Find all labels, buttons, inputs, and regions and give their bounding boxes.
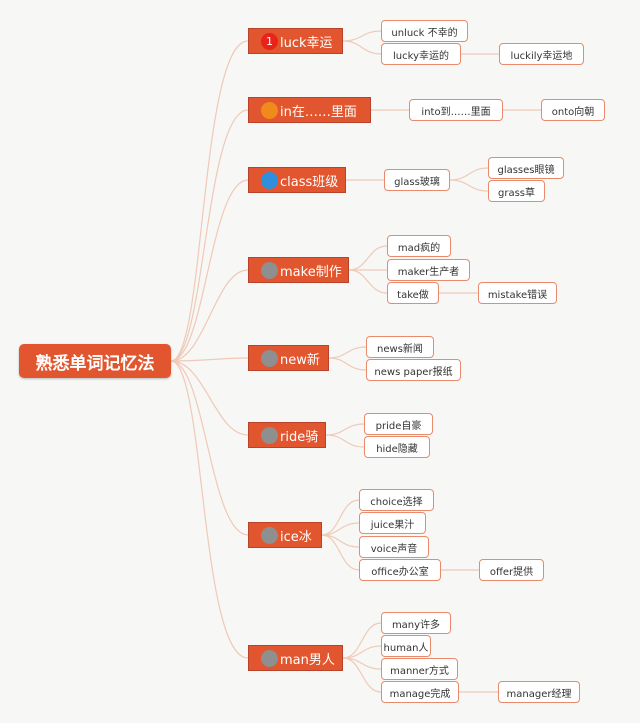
leaf-glasses[interactable]: glasses眼镜 bbox=[488, 157, 564, 179]
leaf-glass[interactable]: glass玻璃 bbox=[384, 169, 450, 191]
leaf-manager[interactable]: manager经理 bbox=[498, 681, 580, 703]
branch-label: ride骑 bbox=[280, 429, 319, 445]
leaf-take[interactable]: take做 bbox=[387, 282, 439, 304]
branch-ice[interactable]: ice冰 bbox=[248, 522, 322, 548]
leaf-news[interactable]: news新闻 bbox=[366, 336, 434, 358]
link-make-mad bbox=[348, 245, 388, 271]
branch-label: in在……里面 bbox=[280, 104, 357, 120]
link-root-man bbox=[170, 360, 249, 659]
link-root-class bbox=[170, 179, 249, 362]
leaf-lucky[interactable]: lucky幸运的 bbox=[381, 43, 461, 65]
leaf-luckily[interactable]: luckily幸运地 bbox=[499, 43, 584, 65]
leaf-mad[interactable]: mad疯的 bbox=[387, 235, 451, 257]
branch-label: make制作 bbox=[280, 264, 342, 280]
leaf-unluck[interactable]: unluck 不幸的 bbox=[381, 20, 468, 42]
leaf-offer[interactable]: offer提供 bbox=[479, 559, 544, 581]
branch-man[interactable]: man男人 bbox=[248, 645, 343, 671]
leaf-manner[interactable]: manner方式 bbox=[381, 658, 458, 680]
link-root-ice bbox=[170, 360, 249, 536]
link-new-newspaper bbox=[328, 357, 367, 371]
link-ride-pride bbox=[325, 423, 365, 436]
link-man-many bbox=[342, 622, 382, 659]
leaf-onto[interactable]: onto向朝 bbox=[541, 99, 605, 121]
link-man-manage bbox=[342, 657, 382, 693]
link-root-ride bbox=[170, 360, 249, 436]
progress-badge-icon bbox=[261, 261, 278, 279]
link-glass-glasses bbox=[449, 167, 489, 181]
leaf-maker[interactable]: maker生产者 bbox=[387, 259, 470, 281]
link-root-luck bbox=[170, 40, 249, 362]
link-root-new bbox=[170, 357, 249, 362]
branch-new[interactable]: new新 bbox=[248, 345, 329, 371]
leaf-voice[interactable]: voice声音 bbox=[359, 536, 429, 558]
progress-badge-icon bbox=[261, 101, 278, 119]
link-luck-lucky bbox=[342, 40, 382, 55]
leaf-mistake[interactable]: mistake错误 bbox=[478, 282, 557, 304]
branch-ride[interactable]: ride骑 bbox=[248, 422, 326, 448]
progress-badge-icon bbox=[261, 526, 278, 544]
link-ice-choice bbox=[321, 499, 360, 536]
leaf-grass[interactable]: grass草 bbox=[488, 180, 545, 202]
branch-label: ice冰 bbox=[280, 529, 312, 545]
branch-make[interactable]: make制作 bbox=[248, 257, 349, 283]
link-new-news bbox=[328, 346, 367, 359]
branch-label: luck幸运 bbox=[280, 35, 333, 51]
number-badge-icon: 1 bbox=[261, 32, 278, 50]
leaf-office[interactable]: office办公室 bbox=[359, 559, 441, 581]
progress-badge-icon bbox=[261, 349, 278, 367]
progress-badge-icon bbox=[261, 649, 278, 667]
link-make-take bbox=[348, 269, 388, 294]
branch-label: new新 bbox=[280, 352, 320, 368]
branch-in[interactable]: in在……里面 bbox=[248, 97, 371, 123]
progress-badge-icon bbox=[261, 426, 278, 444]
leaf-hide[interactable]: hide隐藏 bbox=[364, 436, 430, 458]
branch-label: class班级 bbox=[280, 174, 339, 190]
leaf-manage[interactable]: manage完成 bbox=[381, 681, 459, 703]
progress-badge-icon bbox=[261, 171, 278, 189]
leaf-human[interactable]: human人 bbox=[381, 635, 431, 657]
root-topic[interactable]: 熟悉单词记忆法 bbox=[19, 344, 171, 378]
leaf-many[interactable]: many许多 bbox=[381, 612, 451, 634]
link-ride-hide bbox=[325, 434, 365, 448]
leaf-choice[interactable]: choice选择 bbox=[359, 489, 434, 511]
link-luck-unluck bbox=[342, 30, 382, 42]
leaf-into[interactable]: into到……里面 bbox=[409, 99, 503, 121]
link-ice-office bbox=[321, 534, 360, 571]
branch-label: man男人 bbox=[280, 652, 335, 668]
link-root-in bbox=[170, 109, 249, 362]
leaf-news-paper[interactable]: news paper报纸 bbox=[366, 359, 461, 381]
branch-class[interactable]: class班级 bbox=[248, 167, 346, 193]
leaf-juice[interactable]: juice果汁 bbox=[359, 512, 426, 534]
link-root-make bbox=[170, 269, 249, 362]
leaf-pride[interactable]: pride自豪 bbox=[364, 413, 433, 435]
branch-luck[interactable]: 1 luck幸运 bbox=[248, 28, 343, 54]
link-glass-grass bbox=[449, 179, 489, 192]
